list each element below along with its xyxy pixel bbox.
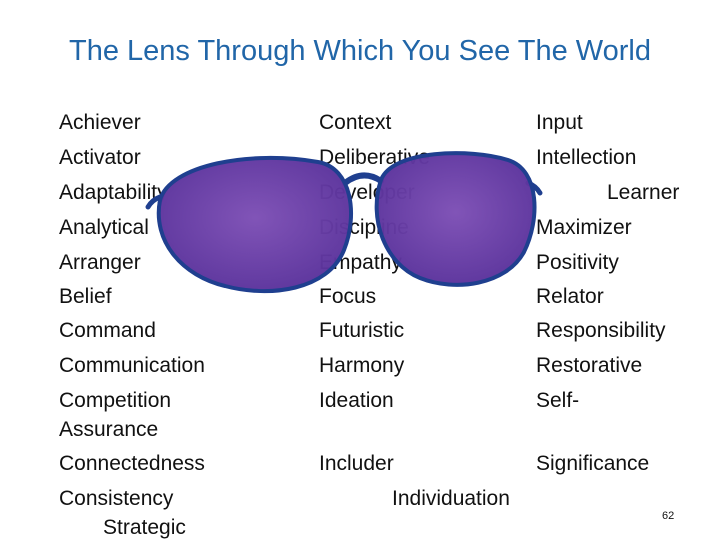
strength-consistency: Consistency xyxy=(59,487,174,510)
strength-command: Command xyxy=(59,319,156,342)
strength-activator: Activator xyxy=(59,146,141,169)
strength-achiever: Achiever xyxy=(59,111,141,134)
strength-communication: Communication xyxy=(59,354,205,377)
glasses-bridge xyxy=(342,172,384,186)
strength-arranger: Arranger xyxy=(59,251,141,274)
slide-number: 62 xyxy=(662,510,675,522)
strength-futuristic: Futuristic xyxy=(319,319,405,342)
strength-positivity: Positivity xyxy=(536,251,619,274)
strength-harmony: Harmony xyxy=(319,354,405,377)
strength-belief: Belief xyxy=(59,285,112,308)
strength-includer: Includer xyxy=(319,452,394,475)
strength-significance: Significance xyxy=(536,452,650,475)
strength-strategic: Strategic xyxy=(103,516,186,539)
strength-learner: Learner xyxy=(607,181,680,204)
strength-restorative: Restorative xyxy=(536,354,643,377)
strength-maximizer: Maximizer xyxy=(536,216,632,239)
strength-competition: Competition xyxy=(59,389,172,412)
strength-intellection: Intellection xyxy=(536,146,637,169)
glasses-lens-left xyxy=(156,155,353,294)
strength-context: Context xyxy=(319,111,392,134)
slide-title: The Lens Through Which You See The World xyxy=(69,35,651,67)
glasses-lens-right xyxy=(374,151,537,287)
strength-individuation: Individuation xyxy=(392,487,510,510)
strength-analytical: Analytical xyxy=(59,216,149,239)
strength-adaptability: Adaptability xyxy=(59,181,168,204)
strength-assurance: Assurance xyxy=(59,418,159,441)
strength-ideation: Ideation xyxy=(319,389,394,412)
strength-input: Input xyxy=(536,111,583,134)
strength-relator: Relator xyxy=(536,285,604,308)
strength-focus: Focus xyxy=(319,285,377,308)
strength-connectedness: Connectedness xyxy=(59,452,205,475)
strength-responsibility: Responsibility xyxy=(536,319,666,342)
strength-self: Self- xyxy=(536,389,580,412)
